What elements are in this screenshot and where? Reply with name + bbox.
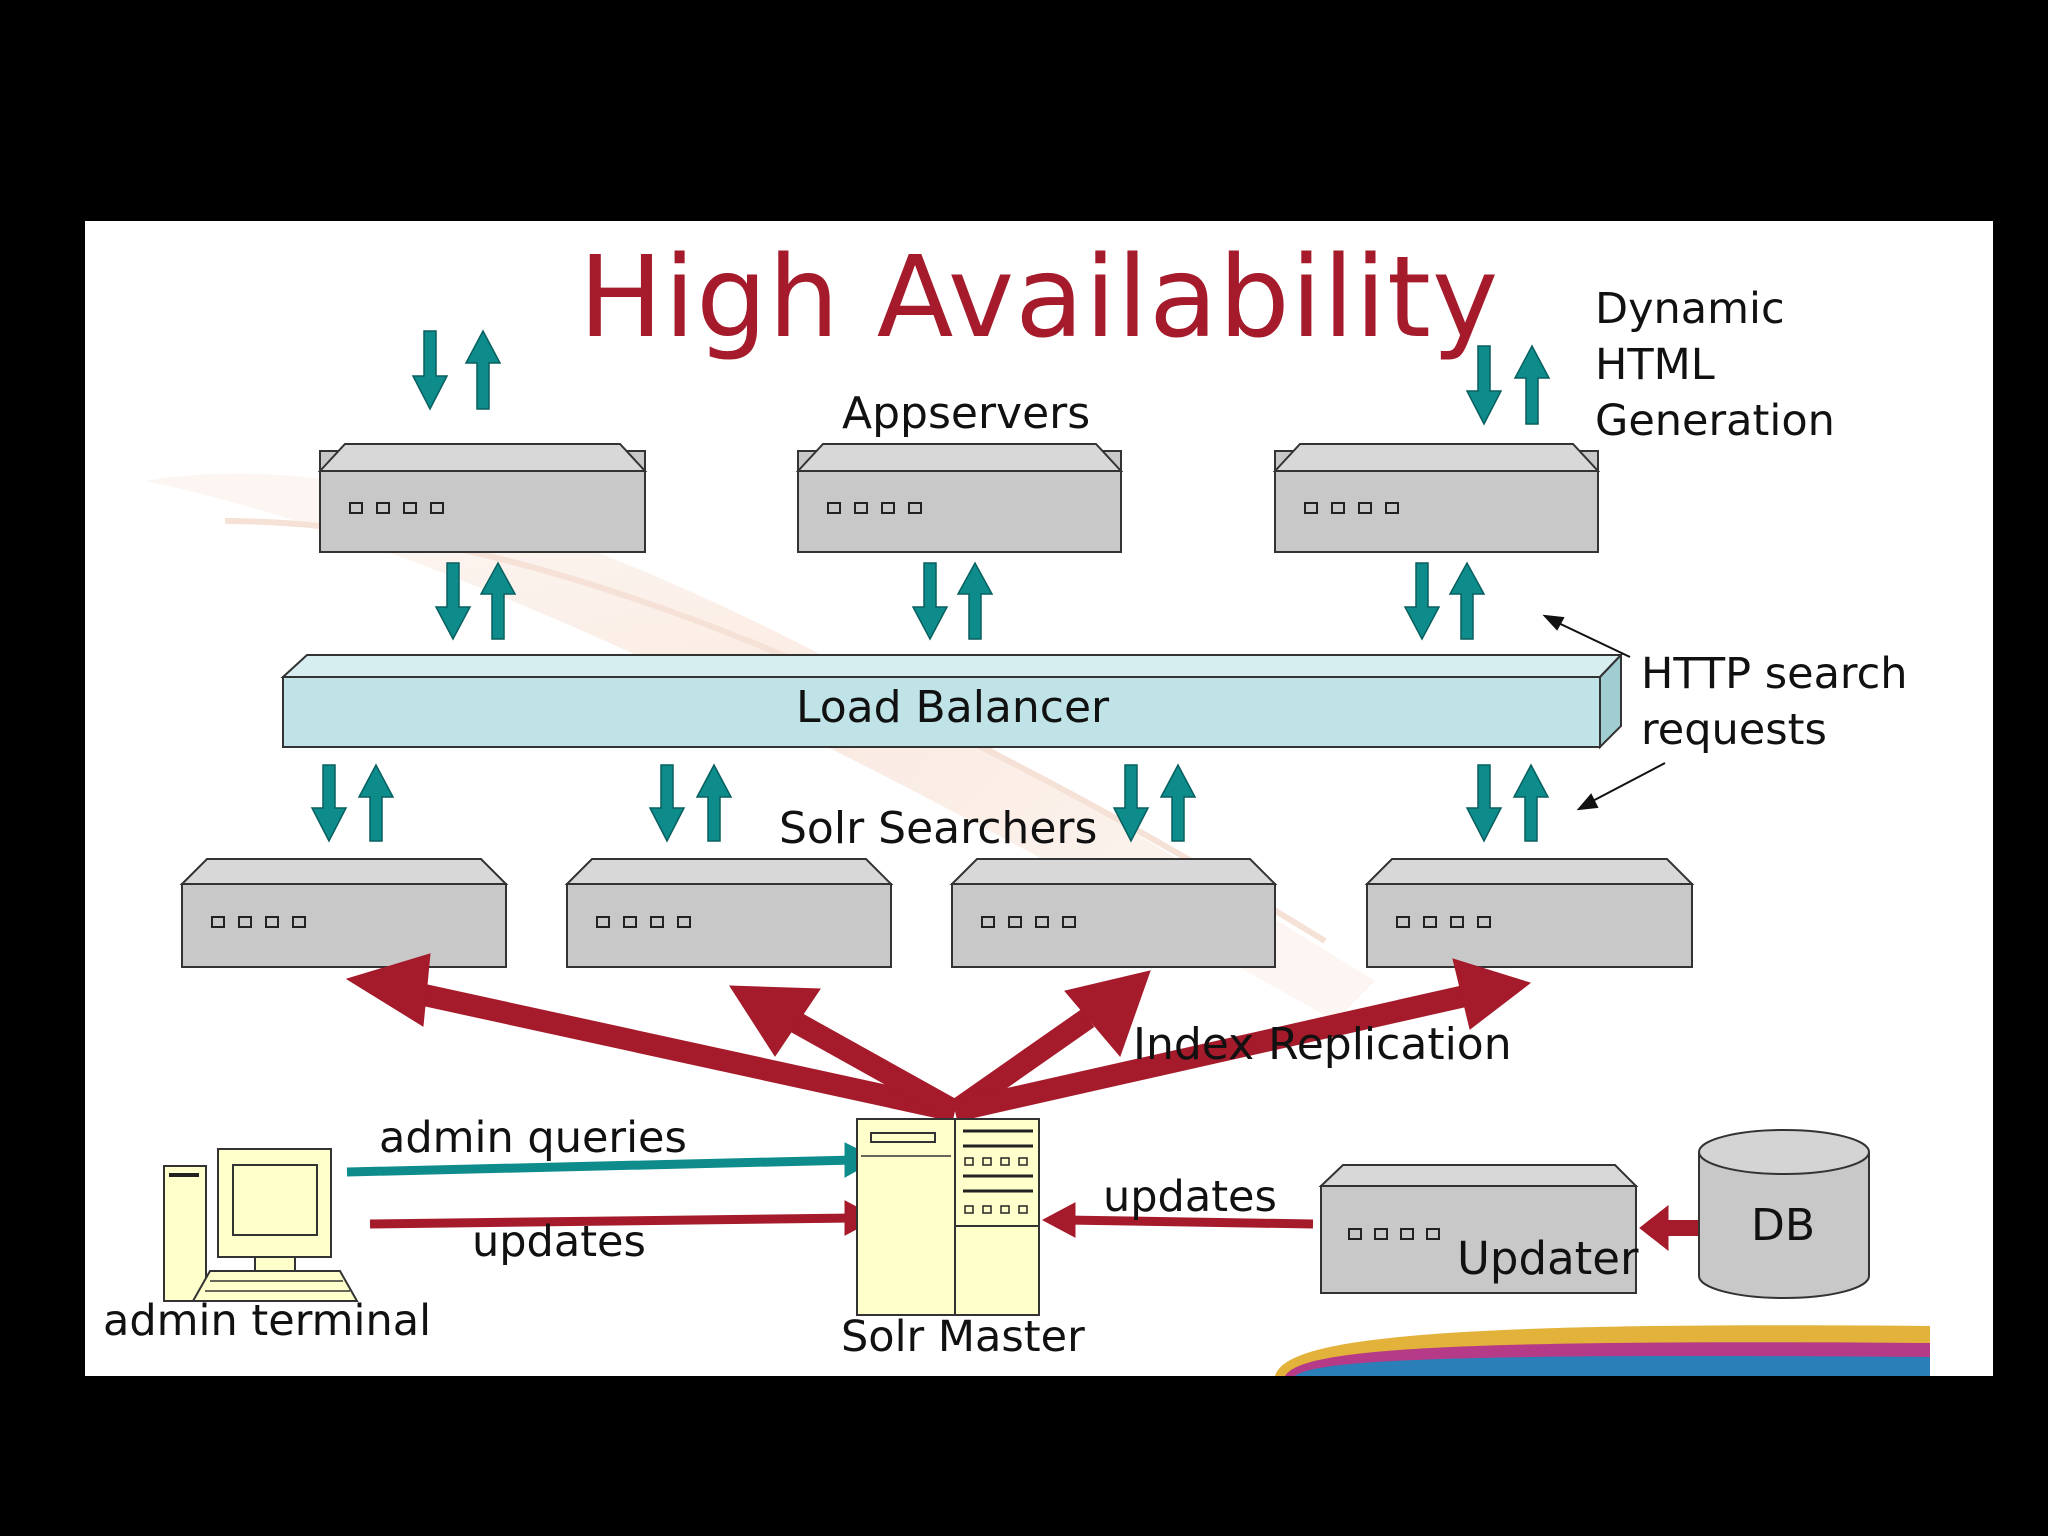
solr-master-icon xyxy=(856,1118,1040,1316)
arrow-pair-lb-bottom-1 xyxy=(310,763,395,843)
admin-terminal-label: admin terminal xyxy=(103,1296,432,1346)
slide: High Availability Appservers Dynamic HTM… xyxy=(85,221,1993,1376)
arrow-pair-lb-top-1 xyxy=(434,561,517,641)
http-search-line-2: requests xyxy=(1641,705,1827,755)
index-replication-label: Index Replication xyxy=(1133,1019,1512,1070)
arrow-pair-top-3 xyxy=(1465,344,1551,426)
arrow-pair-lb-bottom-3 xyxy=(1112,763,1197,843)
dynamic-html-label: Dynamic HTML Generation xyxy=(1595,281,1835,449)
http-search-line-1: HTTP search xyxy=(1641,649,1908,699)
searcher-3 xyxy=(949,858,1278,968)
solr-searchers-label: Solr Searchers xyxy=(779,803,1098,854)
admin-queries-label: admin queries xyxy=(379,1113,687,1163)
searcher-4 xyxy=(1364,858,1695,968)
updater-server xyxy=(1318,1164,1639,1294)
index-replication-arrows xyxy=(345,953,1532,1122)
appserver-2 xyxy=(795,443,1124,553)
arrow-pair-lb-bottom-2 xyxy=(648,763,733,843)
arrow-pair-top-1 xyxy=(411,329,502,411)
solr-master-label: Solr Master xyxy=(841,1312,1085,1362)
updates-left-label: updates xyxy=(472,1217,646,1267)
dynamic-html-line-1: Dynamic xyxy=(1595,284,1785,334)
http-pointer-arrows xyxy=(1542,614,1666,811)
arrow-pair-lb-bottom-4 xyxy=(1465,763,1550,843)
appserver-3 xyxy=(1272,443,1601,553)
updates-right-label: updates xyxy=(1103,1172,1277,1222)
searcher-1 xyxy=(179,858,509,968)
arrow-pair-lb-top-2 xyxy=(911,561,994,641)
arrow-pair-lb-top-3 xyxy=(1403,561,1486,641)
updates-right-arrow xyxy=(1041,1202,1314,1238)
dynamic-html-line-2: HTML xyxy=(1595,340,1715,390)
page-title: High Availability xyxy=(578,233,1500,363)
searcher-2 xyxy=(564,858,894,968)
db-label: DB xyxy=(1751,1200,1816,1251)
dynamic-html-line-3: Generation xyxy=(1595,396,1835,446)
appserver-1 xyxy=(317,443,648,553)
appservers-label: Appservers xyxy=(842,388,1091,439)
http-search-label: HTTP search requests xyxy=(1641,646,1908,758)
database-icon xyxy=(1698,1129,1870,1299)
diagram-canvas xyxy=(145,329,1930,1376)
load-balancer-label: Load Balancer xyxy=(796,682,1110,733)
admin-terminal-icon xyxy=(163,1148,359,1302)
load-balancer-box xyxy=(280,652,1624,750)
swoosh-decoration xyxy=(1275,1325,1930,1376)
db-to-updater-arrow xyxy=(1639,1204,1700,1252)
updater-label: Updater xyxy=(1457,1232,1639,1285)
